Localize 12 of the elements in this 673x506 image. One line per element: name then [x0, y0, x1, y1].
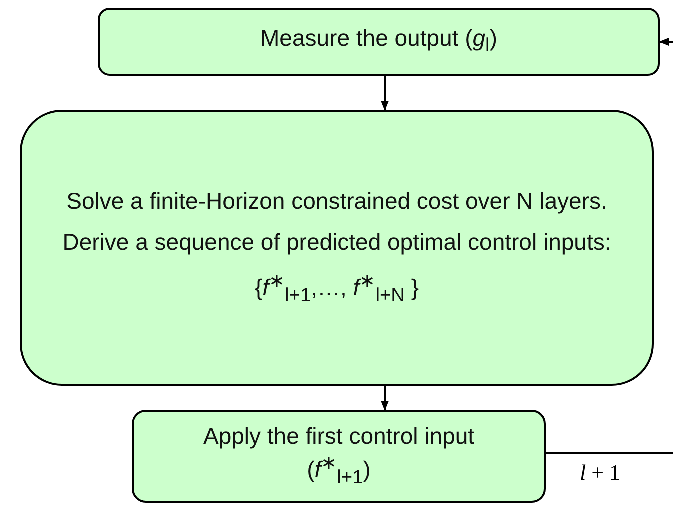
arrow [659, 38, 673, 46]
box-text: (f$^{∗}$$_{l+1}$) [307, 452, 371, 490]
process-box [132, 410, 546, 503]
arrow [381, 386, 389, 411]
box-text: Apply the first control input [203, 422, 475, 451]
process-box [98, 8, 660, 76]
box-text: Measure the output (g$_{l}$) [260, 24, 498, 59]
box-text: {f$^{∗}$$_{l+1}$,…, f$^{∗}$$_{l+N}$ } [254, 270, 420, 309]
box-text: Derive a sequence of predicted optimal control inputs: [62, 228, 612, 258]
arrow [381, 76, 389, 111]
box-text: Solve a finite-Horizon constrained cost over N layers. [66, 186, 608, 216]
process-box [20, 110, 654, 386]
